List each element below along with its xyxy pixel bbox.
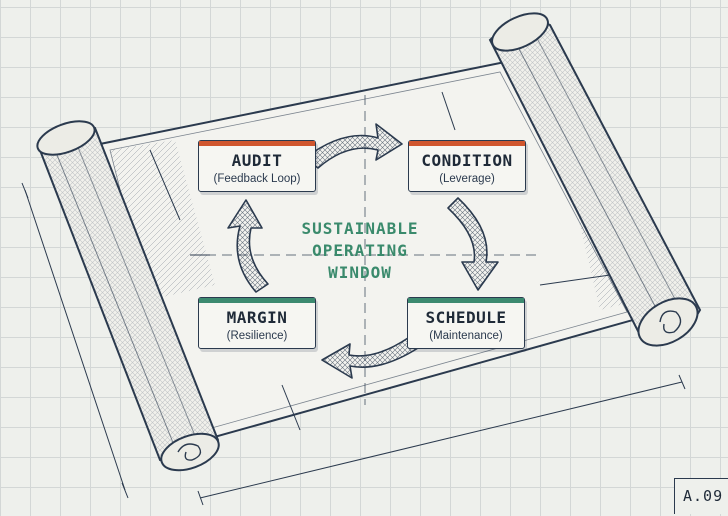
node-title: AUDIT <box>231 151 283 170</box>
arrow-audit-to-condition <box>304 123 403 169</box>
plate-code: A.09 <box>674 478 728 514</box>
node-subtitle: (Feedback Loop) <box>213 173 301 185</box>
node-schedule: SCHEDULE (Maintenance) <box>407 297 525 349</box>
accent-bar <box>199 298 315 303</box>
right-roll <box>488 12 702 347</box>
accent-bar <box>408 298 524 303</box>
node-margin: MARGIN (Resilience) <box>198 297 316 349</box>
sheet-left-hatch <box>110 140 215 300</box>
node-title: CONDITION <box>421 151 513 170</box>
left-roll <box>36 120 220 472</box>
node-subtitle: (Leverage) <box>439 173 495 185</box>
node-subtitle: (Resilience) <box>226 330 288 342</box>
cycle-arrows <box>227 123 499 379</box>
node-title: SCHEDULE <box>425 308 507 327</box>
center-title-line: SUSTAINABLE <box>301 219 419 238</box>
center-title-line: WINDOW <box>328 263 392 282</box>
node-audit: AUDIT (Feedback Loop) <box>198 140 316 192</box>
arrow-condition-to-schedule <box>447 197 499 291</box>
node-title: MARGIN <box>226 308 288 327</box>
node-condition: CONDITION (Leverage) <box>408 140 526 192</box>
arrow-margin-to-audit <box>227 199 269 293</box>
center-title-line: OPERATING <box>312 241 408 260</box>
accent-bar <box>199 141 315 146</box>
node-subtitle: (Maintenance) <box>429 330 503 342</box>
dimension-lines <box>21 91 686 506</box>
accent-bar <box>409 141 525 146</box>
center-title: SUSTAINABLE OPERATING WINDOW <box>275 218 445 284</box>
arrow-schedule-to-margin <box>321 337 419 379</box>
